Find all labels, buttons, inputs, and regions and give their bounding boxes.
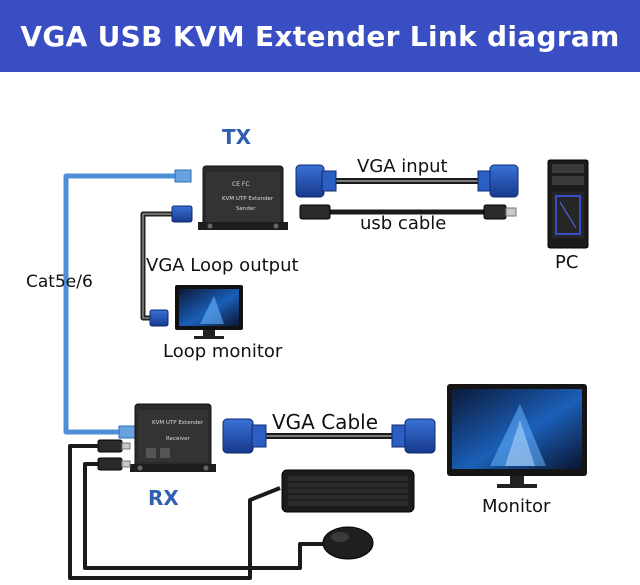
rx-device: KVM UTP Extender Receiver	[130, 403, 216, 472]
pc-label: PC	[555, 252, 578, 273]
vga-cable	[222, 418, 436, 454]
vga-input-label: VGA input	[357, 156, 448, 177]
monitor-icon	[447, 384, 587, 488]
keyboard-icon	[281, 469, 415, 513]
tx-device-line1: KVM UTP Extender	[222, 196, 274, 202]
vga-loop-output-label: VGA Loop output	[146, 255, 299, 276]
diagram-title: VGA USB KVM Extender Link diagram	[20, 19, 620, 53]
rx-device-line2: Receiver	[166, 436, 191, 442]
vga-cable-label: VGA Cable	[272, 410, 378, 434]
loop-monitor-label: Loop monitor	[163, 341, 283, 362]
usb-cable-label: usb cable	[360, 213, 446, 234]
tx-label: TX	[222, 125, 252, 149]
tx-marks: CE FC	[232, 181, 250, 188]
usb-cable	[299, 204, 517, 220]
loop-output-cable	[140, 205, 193, 327]
tx-device-line2: Sender	[236, 206, 256, 212]
tx-device: CE FC KVM UTP Extender Sender	[198, 165, 288, 230]
monitor-label: Monitor	[482, 496, 551, 517]
pc-tower-icon	[547, 159, 589, 249]
mouse-icon	[322, 526, 374, 560]
rx-usb-cables	[68, 439, 325, 580]
vga-input-cable	[295, 164, 519, 198]
loop-monitor-icon	[175, 285, 243, 339]
rx-label: RX	[148, 486, 179, 510]
cat-label: Cat5e/6	[26, 272, 93, 292]
rx-device-line1: KVM UTP Extender	[152, 420, 204, 426]
title-banner: VGA USB KVM Extender Link diagram	[0, 0, 640, 72]
cat-cable	[63, 169, 192, 439]
